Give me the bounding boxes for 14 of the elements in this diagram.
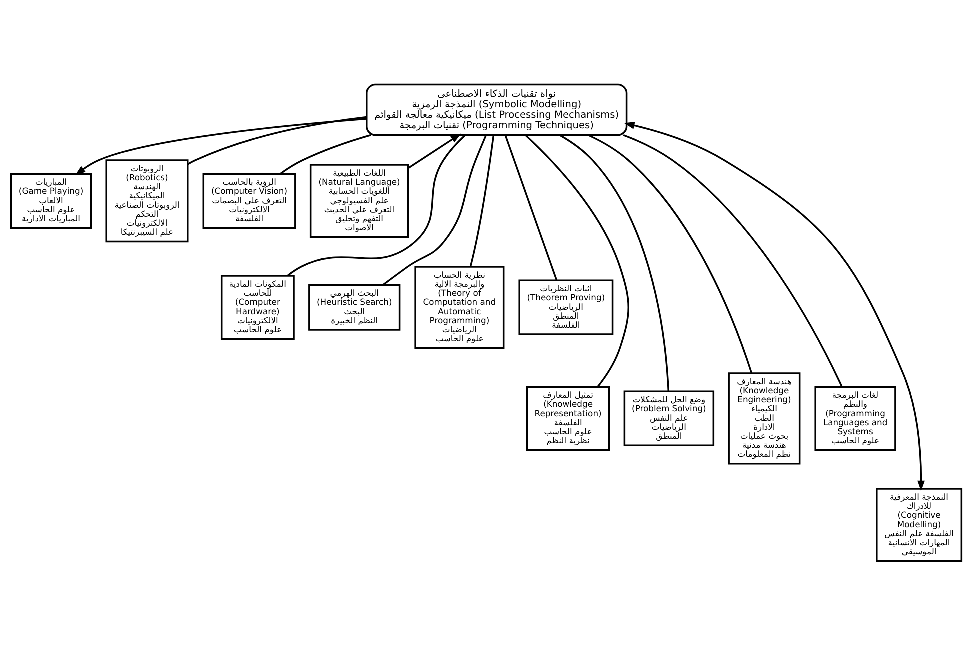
connector (287, 134, 466, 277)
connector (188, 116, 367, 166)
node-box: نواة تقنيات الذكاء الاصطناعى النمذجة الرمزية (Symbolic Modelling) ميكانيكية معالجة القوائم (List Processing Mechanisms) تقنيات البرمجة (Programming Techniques) (366, 84, 628, 136)
connector (623, 134, 843, 388)
connector (382, 135, 488, 286)
connector (280, 134, 372, 175)
connector (525, 134, 630, 388)
arrow (75, 118, 367, 176)
connector (559, 134, 670, 392)
connector (470, 135, 495, 267)
arrow (408, 134, 462, 170)
connector (504, 135, 558, 281)
arrow (624, 122, 925, 492)
connector (588, 134, 753, 374)
